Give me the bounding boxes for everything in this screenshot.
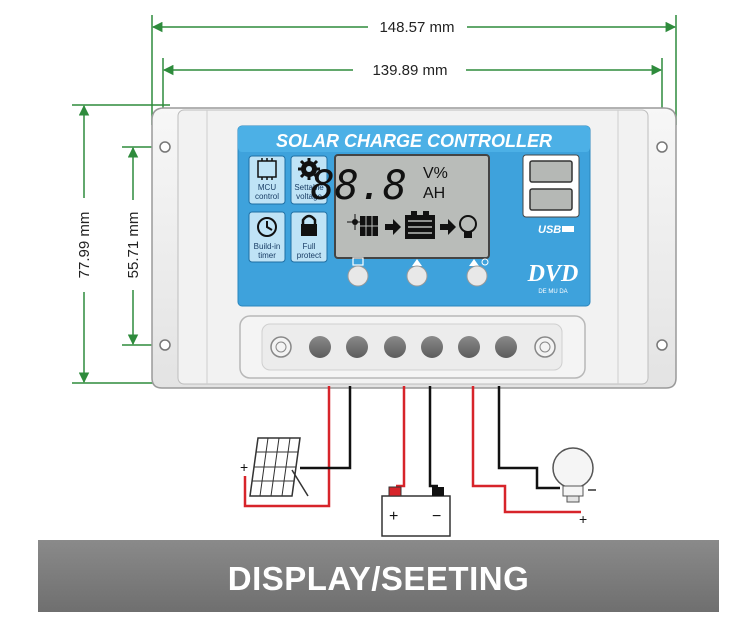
solar-red-wire <box>243 386 331 508</box>
front-panel: SOLAR CHARGE CONTROLLER MCU control <box>237 125 591 307</box>
usb-port-2 <box>529 188 573 211</box>
usb-plug-icon <box>562 226 574 232</box>
mount-hole-bottom-right <box>656 339 668 351</box>
lcd-bulb-icon <box>459 215 477 238</box>
inner-height-label: 55.71 mm <box>125 212 142 279</box>
badge-label-line1: Full <box>303 242 316 251</box>
terminal-strip <box>239 315 586 379</box>
terminal-screw-5 <box>458 336 480 358</box>
badge-label-line1: MCU <box>258 183 276 192</box>
up-load-button[interactable] <box>466 258 489 287</box>
clock-icon <box>257 217 277 237</box>
badge-label-line2: control <box>255 192 279 201</box>
terminal-screw-3 <box>384 336 406 358</box>
badge-label-line1: Settable <box>294 183 324 192</box>
light-bulb-icon: + <box>552 447 596 527</box>
terminal-vent-right <box>534 336 556 358</box>
solar-plus-sign: + <box>240 459 248 475</box>
banner-title: DISPLAY/SEETING <box>227 560 530 597</box>
load-plus-sign: + <box>579 511 587 527</box>
terminal-screw-4 <box>421 336 443 358</box>
lcd-arrow-icon <box>385 219 401 235</box>
down-button[interactable] <box>406 259 428 287</box>
badge-full-protect: Full protect <box>290 211 328 263</box>
chip-icon <box>257 158 277 180</box>
battery-plus-sign: + <box>389 508 398 525</box>
lcd-battery-icon <box>405 211 435 239</box>
battery-icon: + − <box>381 486 451 537</box>
lcd-digits: 88.8 <box>311 163 407 209</box>
mount-hole-top-right <box>656 141 668 153</box>
lock-icon <box>301 214 317 236</box>
inner-width-label: 139.89 mm <box>372 62 447 79</box>
mount-hole-bottom-left <box>159 339 171 351</box>
terminal-screw-2 <box>346 336 368 358</box>
badge-label-line2: voltage <box>296 192 322 201</box>
badge-label-line2: timer <box>258 251 276 260</box>
badge-label-line2: protect <box>297 251 322 260</box>
battery-red-wire <box>396 386 406 488</box>
brand-logo: DVD DE MU DA <box>527 261 579 295</box>
outer-height-label: 77.99 mm <box>76 212 93 279</box>
solar-black-wire <box>300 386 352 470</box>
outer-width-label: 148.57 mm <box>379 19 454 36</box>
terminal-screw-6 <box>495 336 517 358</box>
mount-hole-top-left <box>159 141 171 153</box>
lcd-arrow-icon-2 <box>440 219 456 235</box>
battery-black-wire <box>428 386 438 488</box>
solar-panel-icon: + <box>240 437 309 497</box>
wiring <box>243 386 581 514</box>
lcd-unit-bottom: AH <box>423 185 445 202</box>
usb-port-block: USB <box>522 154 580 236</box>
usb-label: USB <box>538 224 561 236</box>
display-setting-banner: DISPLAY/SEETING <box>38 540 719 612</box>
load-red-wire <box>471 386 581 514</box>
svg-text:DE MU DA: DE MU DA <box>538 289 567 295</box>
badge-label-line1: Build-in <box>254 242 281 251</box>
usb-port-1 <box>529 160 573 183</box>
panel-title: SOLAR CHARGE CONTROLLER <box>276 131 552 151</box>
badge-mcu-control: MCU control <box>248 155 286 205</box>
lcd-unit-top: V% <box>423 165 448 182</box>
terminal-vent-left <box>270 336 292 358</box>
menu-button[interactable] <box>347 257 369 287</box>
battery-minus-sign: − <box>432 508 441 525</box>
load-black-wire <box>497 386 560 490</box>
lcd-solar-panel-icon <box>360 216 378 236</box>
gear-icon <box>298 158 320 180</box>
terminal-screw-1 <box>309 336 331 358</box>
svg-text:DVD: DVD <box>527 261 579 287</box>
badge-settable-voltage: Settable voltage <box>290 155 328 205</box>
badge-build-in-timer: Build-in timer <box>248 211 286 263</box>
lcd-display: 88.8 V% AH <box>311 154 490 259</box>
